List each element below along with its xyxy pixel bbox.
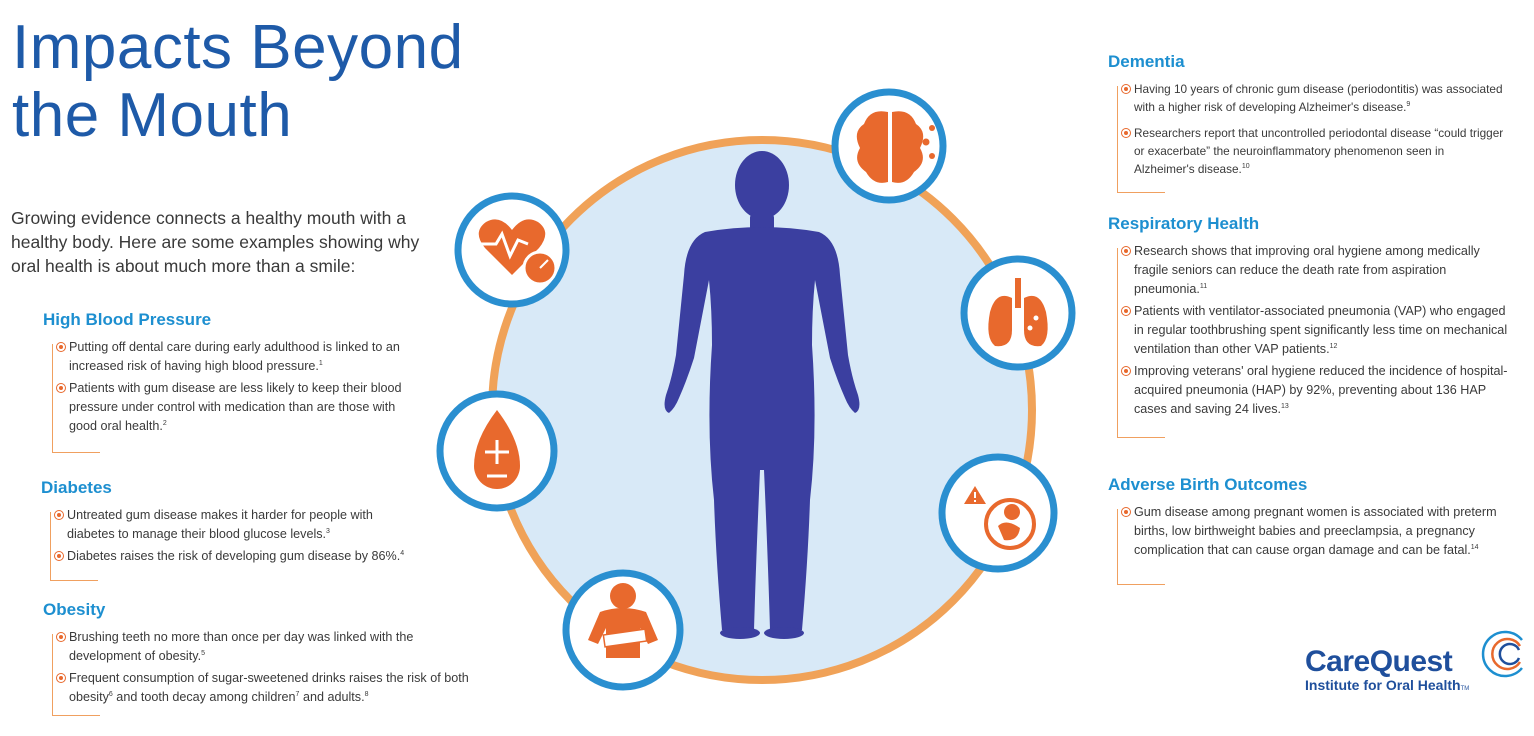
section-heading: Dementia <box>1108 52 1185 71</box>
title-line-1: Impacts Beyond <box>12 13 464 82</box>
list-item: Brushing teeth no more than once per day… <box>56 628 449 666</box>
bullet-icon <box>56 632 66 642</box>
list-item: Untreated gum disease makes it harder fo… <box>54 506 412 544</box>
bullet-icon <box>1121 507 1131 517</box>
connector-line <box>52 452 100 453</box>
carequest-logo: CareQuest Institute for Oral HealthTM <box>1305 645 1469 693</box>
bullet-icon <box>56 383 66 393</box>
logo-arc-icon <box>1481 630 1523 678</box>
list-item: Improving veterans' oral hygiene reduced… <box>1121 362 1509 419</box>
connector-line <box>1117 86 1118 193</box>
logo-name: CareQuest <box>1305 645 1453 678</box>
section-obesity: Obesity Brushing teeth no more than once… <box>43 600 513 716</box>
lungs-icon <box>960 255 1076 371</box>
connector-line <box>52 715 100 716</box>
bullet-icon <box>1121 306 1131 316</box>
bullet-list: Putting off dental care during early adu… <box>43 338 423 453</box>
intro-text: Growing evidence connects a healthy mout… <box>11 208 420 276</box>
bullet-icon <box>54 510 64 520</box>
bullet-icon <box>1121 366 1131 376</box>
bullet-list: Having 10 years of chronic gum disease (… <box>1108 80 1508 193</box>
bullet-icon <box>1121 246 1131 256</box>
section-high-blood-pressure: High Blood Pressure Putting off dental c… <box>43 310 423 453</box>
page-title: Impacts Beyond the Mouth <box>12 14 464 150</box>
bullet-list: Gum disease among pregnant women is asso… <box>1108 503 1523 585</box>
connector-line <box>1117 584 1165 585</box>
child-obesity-icon <box>562 569 684 691</box>
section-heading: Obesity <box>43 600 106 619</box>
section-heading: Respiratory Health <box>1108 214 1260 233</box>
section-heading: Diabetes <box>41 478 112 497</box>
list-item: Diabetes raises the risk of developing g… <box>54 547 412 566</box>
blood-drop-icon <box>436 390 558 512</box>
bullet-icon <box>1121 128 1131 138</box>
connector-line <box>50 580 98 581</box>
list-item: Gum disease among pregnant women is asso… <box>1121 503 1519 560</box>
section-respiratory-health: Respiratory Health Research shows that i… <box>1108 214 1518 438</box>
list-item: Having 10 years of chronic gum disease (… <box>1121 80 1504 116</box>
section-adverse-birth-outcomes: Adverse Birth Outcomes Gum disease among… <box>1108 475 1523 585</box>
connector-line <box>50 512 51 581</box>
list-item: Researchers report that uncontrolled per… <box>1121 124 1504 178</box>
bullet-icon <box>56 342 66 352</box>
connector-line <box>1117 437 1165 438</box>
title-line-2: the Mouth <box>12 81 293 150</box>
human-body-icon <box>664 151 860 639</box>
list-item: Putting off dental care during early adu… <box>56 338 414 376</box>
section-dementia: Dementia Having 10 years of chronic gum … <box>1108 52 1508 193</box>
bullet-list: Untreated gum disease makes it harder fo… <box>41 506 421 581</box>
list-item: Research shows that improving oral hygie… <box>1121 242 1509 299</box>
bullet-list: Research shows that improving oral hygie… <box>1108 242 1518 438</box>
connector-line <box>1117 509 1118 585</box>
connector-line <box>52 634 53 716</box>
connector-line <box>1117 248 1118 438</box>
logo-tagline: Institute for Oral HealthTM <box>1305 677 1470 693</box>
list-item: Patients with gum disease are less likel… <box>56 379 414 436</box>
fetus-warning-icon <box>938 453 1058 573</box>
heart-pulse-icon <box>454 192 570 308</box>
bullet-icon <box>56 673 66 683</box>
section-heading: Adverse Birth Outcomes <box>1108 475 1308 494</box>
list-item: Patients with ventilator-associated pneu… <box>1121 302 1509 359</box>
section-heading: High Blood Pressure <box>43 310 212 329</box>
list-item: Frequent consumption of sugar-sweetened … <box>56 669 509 707</box>
brain-icon <box>831 88 947 204</box>
bullet-icon <box>54 551 64 561</box>
bullet-list: Brushing teeth no more than once per day… <box>43 628 513 716</box>
section-diabetes: Diabetes Untreated gum disease makes it … <box>41 478 421 581</box>
connector-line <box>52 344 53 453</box>
bullet-icon <box>1121 84 1131 94</box>
connector-line <box>1117 192 1165 193</box>
